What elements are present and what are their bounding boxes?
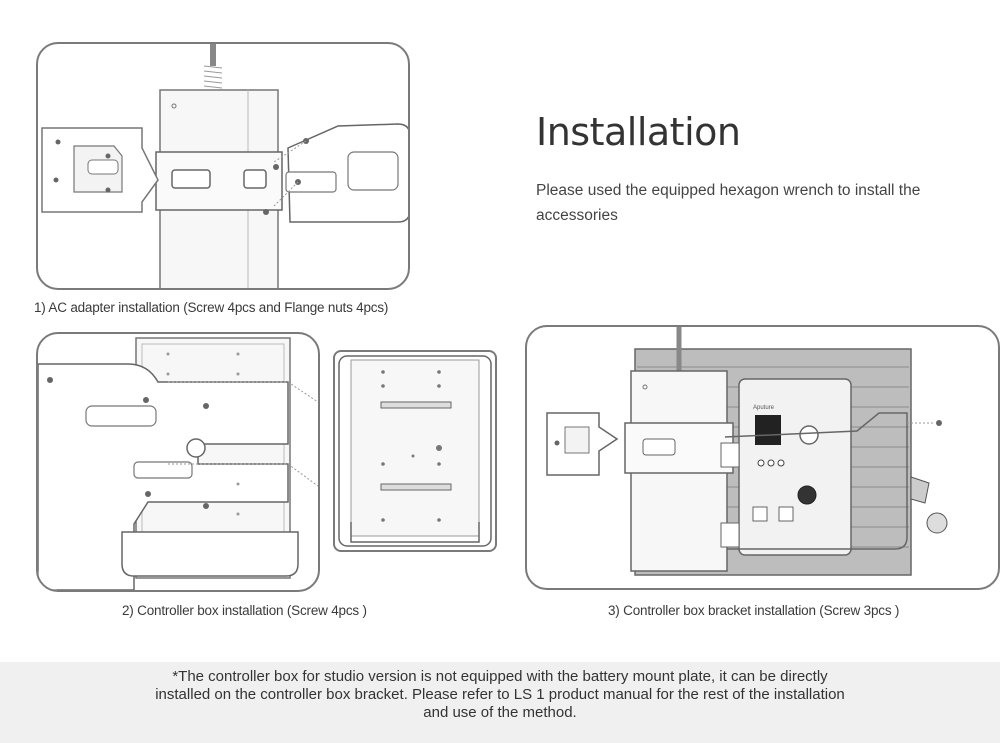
controller-plate-inset <box>333 350 497 552</box>
ac-adapter-illustration <box>41 44 408 288</box>
bracket-illustration: Aputure <box>546 327 948 576</box>
step-2-caption: 2) Controller box installation (Screw 4p… <box>122 603 367 618</box>
step-1-caption: 1) AC adapter installation (Screw 4pcs a… <box>34 300 389 315</box>
bracket-diagram: Aputure <box>525 325 1000 590</box>
controller-box-diagram <box>36 332 320 592</box>
installation-description: Please used the equipped hexagon wrench … <box>536 182 921 224</box>
step-3-caption: 3) Controller box bracket installation (… <box>608 603 900 618</box>
page-title: Installation <box>536 110 741 154</box>
ac-adapter-diagram <box>36 42 410 290</box>
controller-box-illustration <box>38 337 318 590</box>
footnote-text: *The controller box for studio version i… <box>155 668 845 721</box>
controller-brand-label: Aputure <box>753 405 775 411</box>
controller-plate-illustration <box>338 355 492 547</box>
footnote-band <box>0 662 1000 743</box>
